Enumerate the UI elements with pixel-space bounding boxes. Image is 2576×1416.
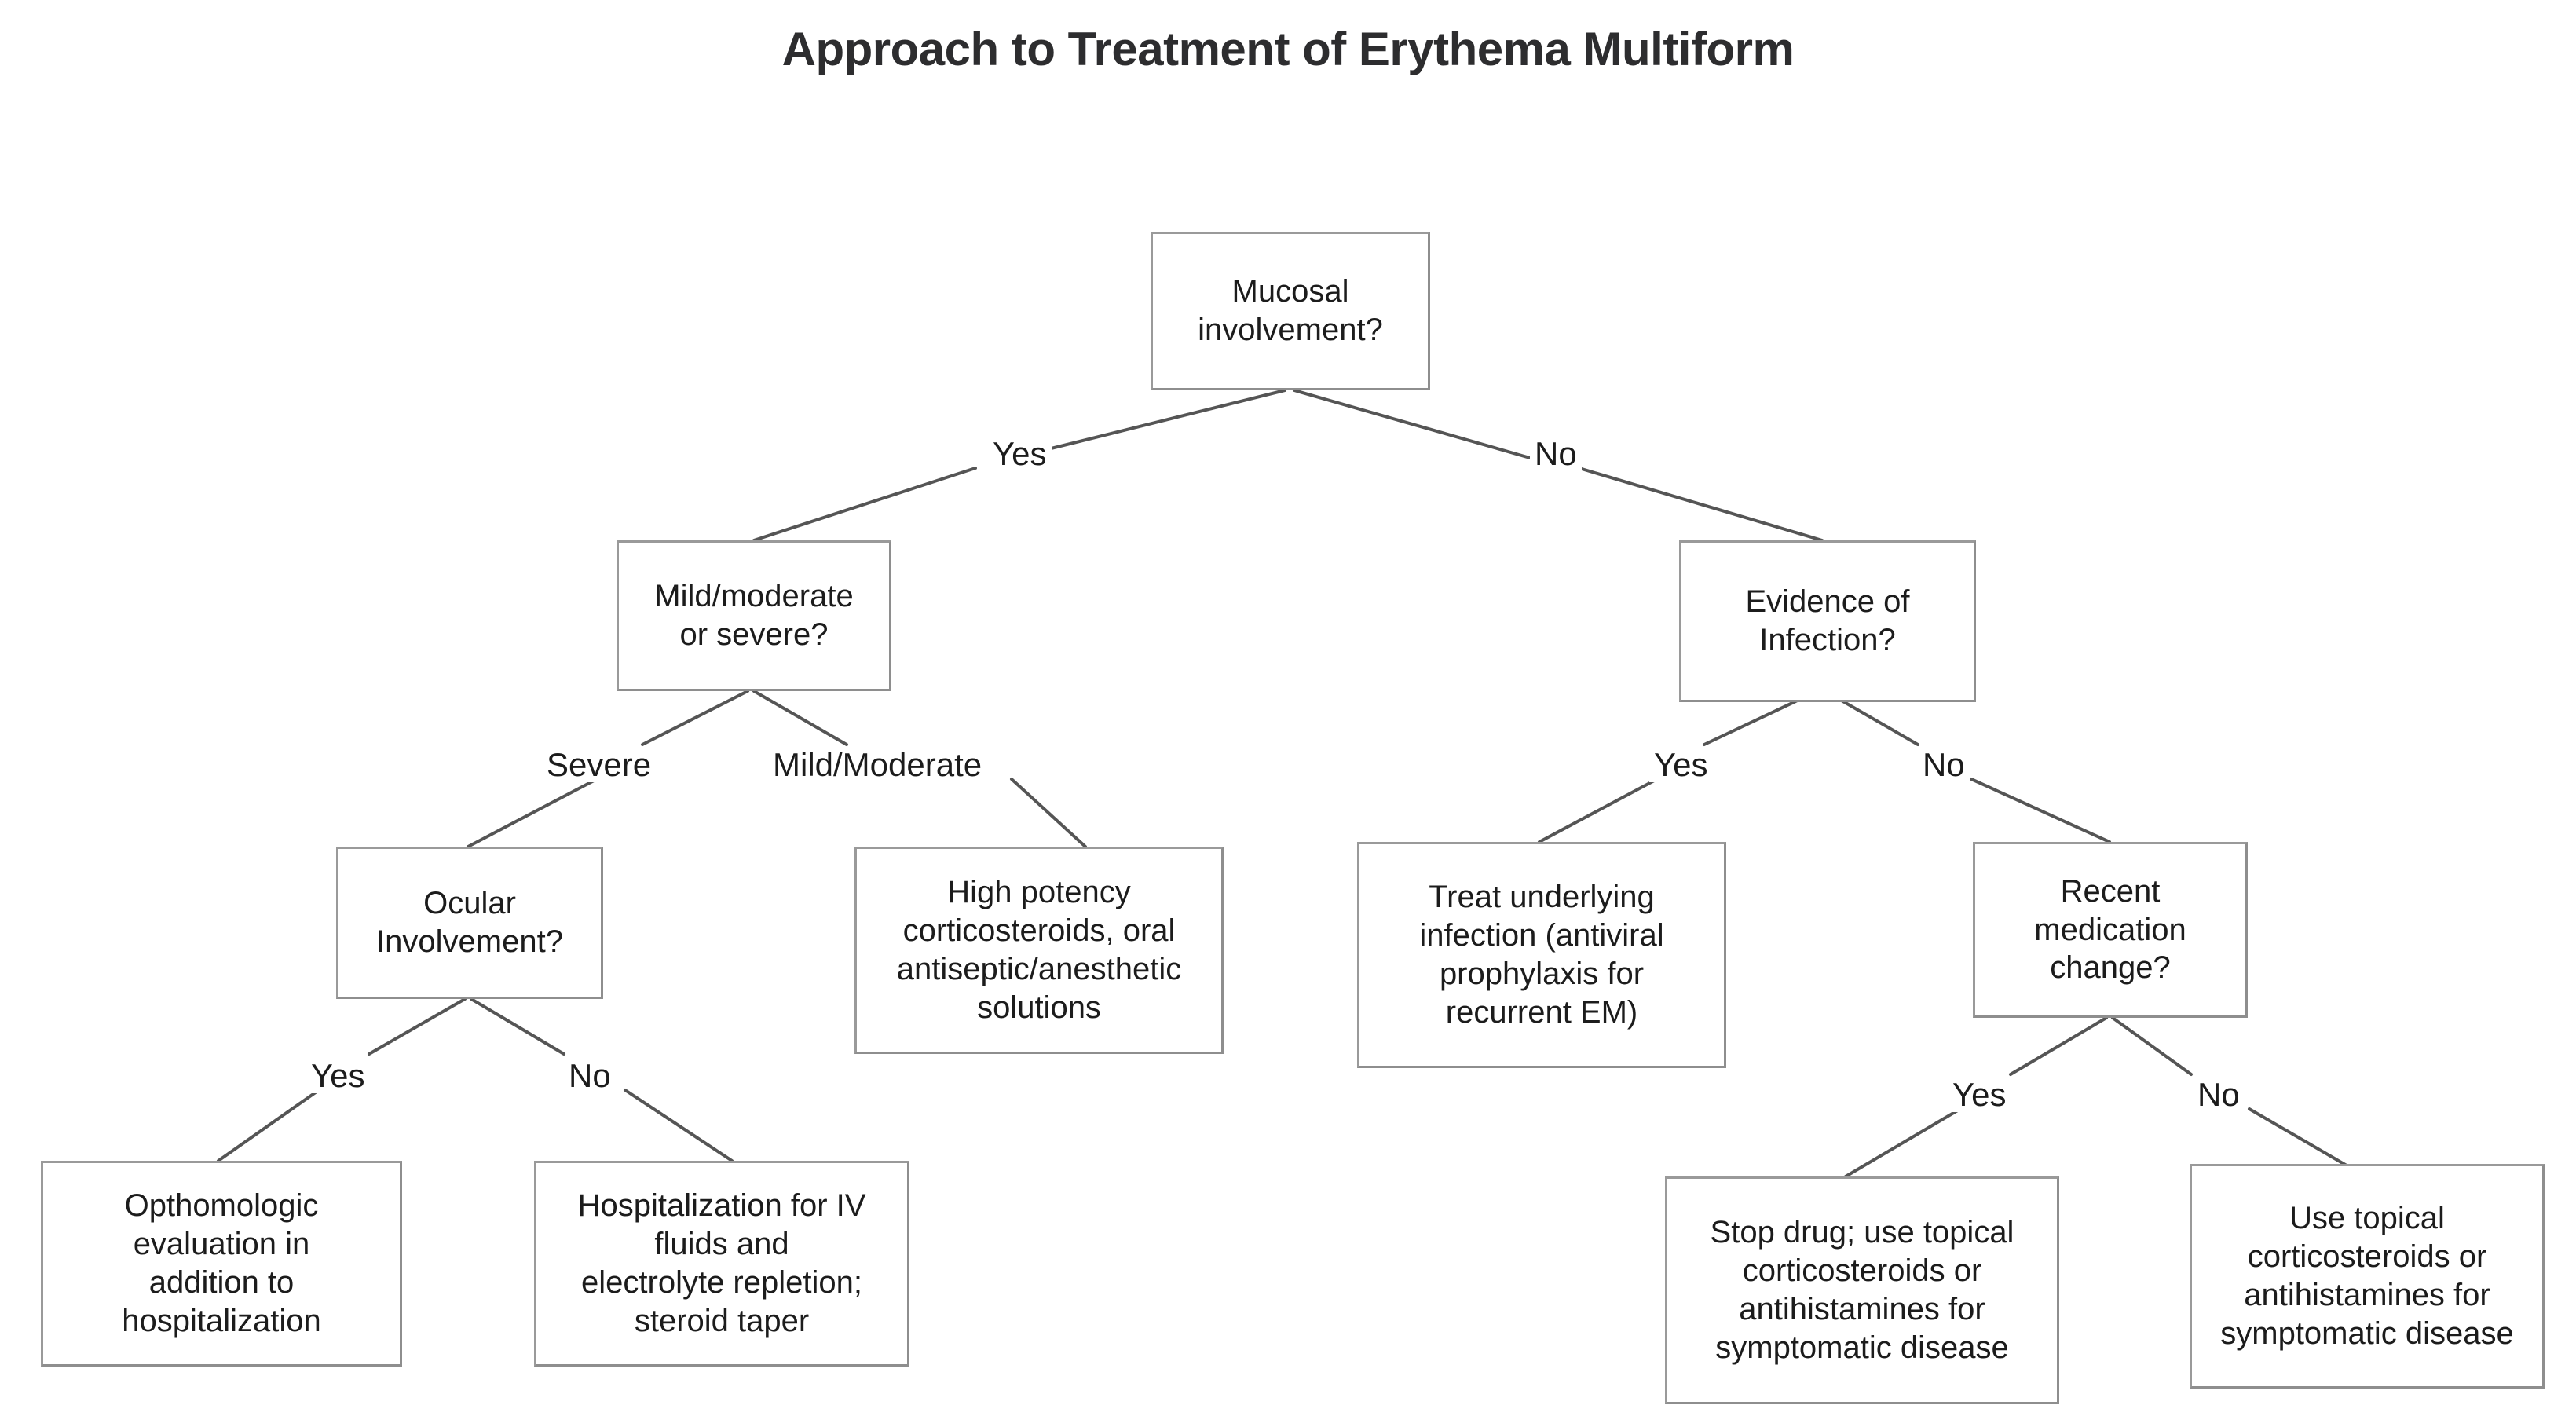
node-recent-medication-change[interactable]: Recent medication change? [1973, 842, 2248, 1018]
node-opthomologic-evaluation[interactable]: Opthomologic evaluation in addition to h… [41, 1161, 402, 1367]
edge-severity-mild [752, 690, 848, 746]
edge-label-medchange-no: No [2193, 1077, 2245, 1113]
edge-severity-severe [641, 690, 749, 746]
node-ocular-involvement[interactable]: Ocular Involvement? [336, 847, 603, 999]
edge-infection-no-2 [1970, 778, 2111, 843]
edge-label-infection-no: No [1918, 747, 1970, 783]
edge-root-no-2 [1580, 467, 1824, 542]
edge-label-severity-mild: Mild/Moderate [768, 747, 987, 783]
node-severity[interactable]: Mild/moderate or severe? [617, 540, 891, 691]
page-title: Approach to Treatment of Erythema Multif… [781, 23, 1795, 75]
node-stop-drug-topical[interactable]: Stop drug; use topical corticosteroids o… [1665, 1176, 2059, 1404]
edge-severity-mild-2 [1010, 778, 1087, 848]
edge-label-ocular-no: No [564, 1058, 616, 1094]
edge-label-infection-yes: Yes [1649, 747, 1713, 783]
node-label: Use topical corticosteroids or antihista… [2220, 1201, 2514, 1351]
edge-ocular-yes [368, 997, 467, 1056]
edge-ocular-yes-2 [217, 1089, 320, 1162]
node-hospitalization-iv-fluids[interactable]: Hospitalization for IV fluids and electr… [534, 1161, 909, 1367]
node-high-potency-corticosteroids[interactable]: High potency corticosteroids, oral antis… [854, 847, 1224, 1054]
edge-severity-severe-2 [467, 778, 598, 848]
node-label: Hospitalization for IV fluids and electr… [577, 1188, 866, 1338]
node-mucosal-involvement[interactable]: Mucosal involvement? [1151, 232, 1430, 390]
edge-label-medchange-yes: Yes [1948, 1077, 2011, 1113]
edge-root-yes-2 [752, 467, 977, 542]
node-label: Opthomologic evaluation in addition to h… [122, 1188, 321, 1338]
node-treat-underlying-infection[interactable]: Treat underlying infection (antiviral pr… [1357, 842, 1726, 1068]
node-label: Recent medication change? [2034, 873, 2186, 986]
node-evidence-of-infection[interactable]: Evidence of Infection? [1679, 540, 1976, 702]
node-label: Treat underlying infection (antiviral pr… [1419, 880, 1664, 1030]
edge-medchange-yes [2009, 1016, 2108, 1076]
edge-infection-yes-2 [1538, 778, 1659, 843]
node-label: High potency corticosteroids, oral antis… [896, 875, 1182, 1025]
node-label: Evidence of Infection? [1745, 584, 1910, 657]
node-label: Mild/moderate or severe? [654, 579, 854, 652]
node-label: Ocular Involvement? [376, 886, 563, 959]
edge-medchange-yes-2 [1844, 1107, 1962, 1178]
node-label: Mucosal involvement? [1198, 274, 1383, 347]
edge-medchange-no [2111, 1016, 2193, 1076]
edge-ocular-no-2 [624, 1089, 734, 1162]
edge-label-root-no: No [1530, 436, 1582, 472]
edge-root-no [1293, 389, 1531, 459]
edge-root-yes [1012, 389, 1286, 459]
edge-ocular-no [470, 997, 565, 1056]
node-use-topical[interactable]: Use topical corticosteroids or antihista… [2190, 1164, 2545, 1389]
edge-label-root-yes: Yes [988, 436, 1052, 472]
node-label: Stop drug; use topical corticosteroids o… [1710, 1215, 2014, 1365]
edge-label-severity-severe: Severe [542, 747, 657, 783]
edge-label-ocular-yes: Yes [306, 1058, 370, 1094]
